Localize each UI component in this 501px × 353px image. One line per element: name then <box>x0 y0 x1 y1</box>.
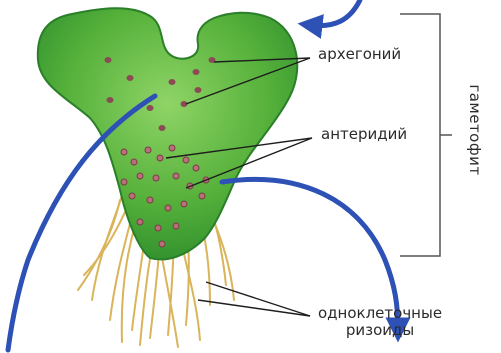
label-antheridium: антеридий <box>321 126 407 143</box>
label-archegonium: архегоний <box>318 46 401 63</box>
label-rhizoids-line2: ризоиды <box>318 322 442 339</box>
gametophyte-bracket <box>400 14 452 256</box>
label-rhizoids-line1: одноклеточные <box>318 305 442 322</box>
thallus <box>38 8 297 259</box>
label-gametophyte: гаметофит <box>466 70 483 190</box>
label-rhizoids: одноклеточные ризоиды <box>318 305 442 340</box>
arrow-top <box>310 0 360 26</box>
